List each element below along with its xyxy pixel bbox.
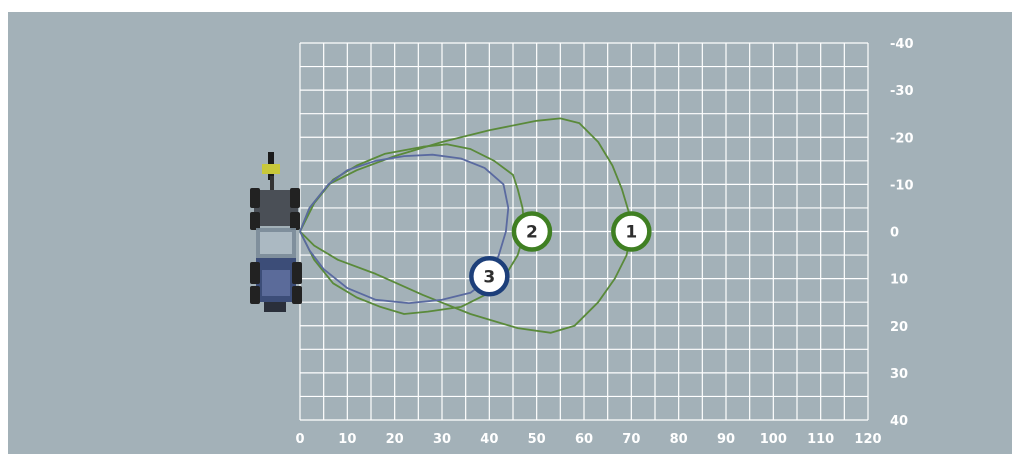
x-axis-ticks: 0 10 20 30 40 50 60 70 80 90 100 110 120 [295,432,881,447]
y-tick-label: 30 [890,367,908,382]
marker-3: 3 [469,256,510,297]
x-tick-label: 50 [528,432,546,447]
x-tick-label: 20 [386,432,404,447]
y-tick-label: 0 [890,226,899,241]
y-tick-label: 40 [890,414,908,429]
machine-icon [250,152,302,312]
marker-circle [469,256,510,297]
x-tick-label: 80 [670,432,688,447]
marker-label: 2 [526,223,538,243]
marker-label: 3 [483,267,495,287]
x-tick-label: 30 [433,432,451,447]
x-tick-label: 70 [622,432,640,447]
x-tick-label: 120 [854,432,881,447]
series-line-3 [299,153,510,305]
marker-circle [611,211,652,252]
y-tick-label: -10 [890,178,914,193]
x-tick-label: 60 [575,432,593,447]
x-tick-label: 90 [717,432,735,447]
y-tick-label: 20 [890,320,908,335]
y-tick-label: -20 [890,131,914,146]
x-tick-label: 110 [807,432,834,447]
marker-label: 1 [625,223,637,243]
y-tick-label: -30 [890,84,914,99]
marker-circle [511,211,553,252]
x-tick-label: 40 [480,432,498,447]
grid [299,42,869,421]
y-axis-ticks: -40 -30 -20 -10 0 10 20 30 40 [890,37,914,429]
marker-2: 2 [511,211,553,252]
marker-layer: 1 2 3 [469,211,652,297]
x-tick-label: 10 [338,432,356,447]
marker-1: 1 [611,211,652,252]
x-tick-label: 100 [760,432,787,447]
y-tick-label: -40 [890,37,914,52]
x-tick-label: 0 [295,432,304,447]
y-tick-label: 10 [890,273,908,288]
